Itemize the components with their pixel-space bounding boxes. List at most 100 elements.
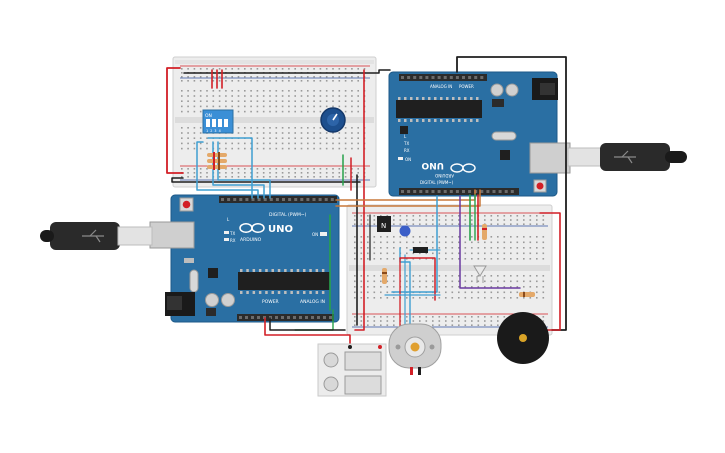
usb-cable-right[interactable] <box>567 143 687 171</box>
wires[interactable] <box>166 56 567 346</box>
hole <box>221 198 224 201</box>
hole <box>300 95 303 97</box>
piezo-buzzer[interactable] <box>497 312 549 364</box>
hole <box>503 219 506 221</box>
hole <box>399 219 402 221</box>
hole <box>510 223 512 225</box>
hole <box>257 316 260 319</box>
hole <box>313 76 315 78</box>
hole <box>269 95 271 97</box>
relay-module[interactable] <box>317 343 387 397</box>
hole <box>275 110 278 113</box>
hole <box>318 198 322 201</box>
hole <box>287 316 290 319</box>
hole <box>354 241 356 244</box>
potentiometer[interactable] <box>320 107 346 133</box>
hole <box>504 190 508 193</box>
hole <box>231 172 233 174</box>
hole <box>313 137 315 139</box>
hole <box>199 132 202 134</box>
hole <box>199 80 202 82</box>
hole <box>269 105 271 108</box>
hole <box>225 80 227 82</box>
hole <box>294 198 298 201</box>
hole <box>490 275 493 277</box>
hole <box>199 147 202 150</box>
hole <box>451 258 454 260</box>
hole <box>344 172 347 174</box>
hole <box>199 105 202 108</box>
hole <box>218 76 221 78</box>
hole <box>237 127 240 129</box>
hole <box>275 76 278 78</box>
top-power-label: POWER <box>459 84 474 89</box>
hole <box>193 176 196 178</box>
hole <box>281 147 284 150</box>
hole <box>516 215 519 217</box>
hole <box>510 297 512 299</box>
hole <box>181 127 183 129</box>
led[interactable] <box>473 265 487 283</box>
hole <box>406 286 408 288</box>
hole <box>412 215 415 217</box>
hole <box>367 320 369 322</box>
hole <box>497 286 499 288</box>
hole <box>256 168 259 170</box>
hole <box>510 236 512 238</box>
hole <box>477 258 480 260</box>
hole <box>401 190 404 193</box>
hole <box>300 127 303 129</box>
hole <box>458 119 461 122</box>
hole <box>373 247 376 249</box>
hole <box>536 223 538 225</box>
hole <box>510 275 512 277</box>
hole <box>445 258 447 260</box>
hole <box>416 119 419 122</box>
hole <box>244 147 246 150</box>
hole <box>275 172 278 174</box>
hole <box>313 90 315 92</box>
hole <box>256 176 259 178</box>
hole <box>419 297 421 299</box>
hole <box>288 147 290 150</box>
hole <box>313 110 315 113</box>
hole <box>425 275 428 277</box>
hole <box>275 142 278 145</box>
hole <box>288 110 290 113</box>
hole <box>281 110 284 113</box>
hole <box>307 172 309 174</box>
breadboard-bottom-right[interactable] <box>346 204 553 336</box>
dc-motor[interactable] <box>388 323 442 375</box>
hole <box>425 76 429 79</box>
hole <box>464 320 467 322</box>
hole <box>445 297 447 299</box>
hole <box>503 316 506 318</box>
hole <box>516 219 519 221</box>
hole <box>399 223 402 225</box>
dip-switch[interactable]: ON 1 2 3 4 <box>202 109 234 134</box>
bottom-label-rx: RX <box>230 238 236 243</box>
hole <box>529 223 532 225</box>
hole <box>393 280 395 283</box>
hole <box>523 280 525 283</box>
hole <box>438 219 441 221</box>
hole <box>344 80 347 82</box>
transistor[interactable]: N <box>377 216 391 232</box>
hole <box>181 68 183 70</box>
hole <box>523 297 525 299</box>
hole <box>181 110 183 113</box>
hole <box>484 324 486 326</box>
usb-cable-left[interactable] <box>40 222 153 250</box>
hole <box>307 168 309 170</box>
hole <box>542 320 545 322</box>
hole <box>471 219 473 221</box>
arduino-uno-bottom[interactable]: DIGITAL (PWM~) L TX RX UNO ARDUINO ON <box>149 194 340 323</box>
hole <box>240 291 243 294</box>
hole <box>480 190 484 193</box>
arduino-uno-top[interactable]: ANALOG IN POWER UNO ARDUINO TX R <box>388 71 571 197</box>
hole <box>307 80 309 82</box>
hole <box>193 142 196 145</box>
hole <box>438 291 441 294</box>
hole <box>277 269 281 272</box>
hole <box>319 100 322 102</box>
